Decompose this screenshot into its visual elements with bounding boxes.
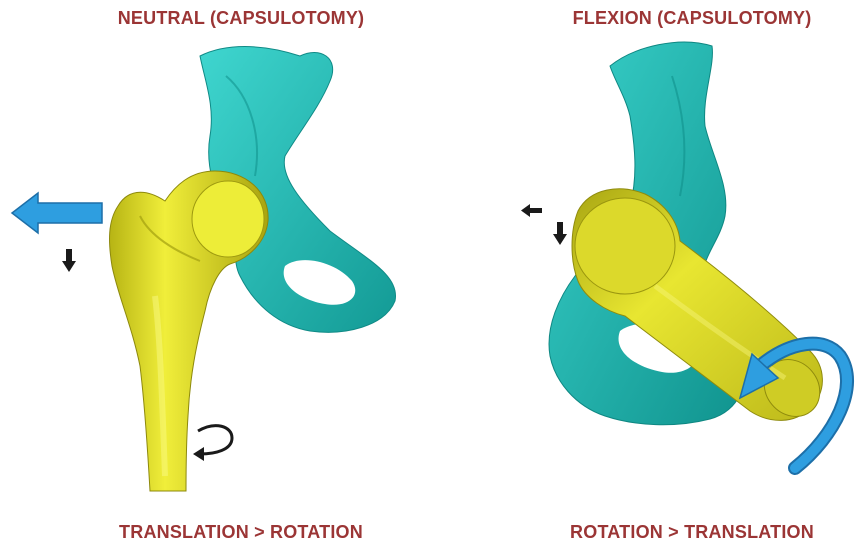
rotation-arrow-icon [193, 426, 232, 461]
femur-bone [110, 171, 269, 491]
panel-title-neutral: NEUTRAL (CAPSULOTOMY) [86, 8, 396, 29]
panel-caption-flexion: ROTATION > TRANSLATION [532, 522, 852, 543]
down-arrow-icon [553, 222, 567, 245]
neutral-hip-illustration [0, 36, 430, 506]
panel-caption-neutral: TRANSLATION > ROTATION [86, 522, 396, 543]
panel-title-flexion: FLEXION (CAPSULOTOMY) [532, 8, 852, 29]
down-arrow-icon [62, 249, 76, 272]
flexion-hip-drawing [440, 36, 859, 506]
neutral-hip-drawing [0, 36, 430, 506]
translation-arrow-icon [12, 193, 102, 233]
left-arrow-icon [521, 204, 542, 217]
flexion-hip-illustration [440, 36, 859, 506]
